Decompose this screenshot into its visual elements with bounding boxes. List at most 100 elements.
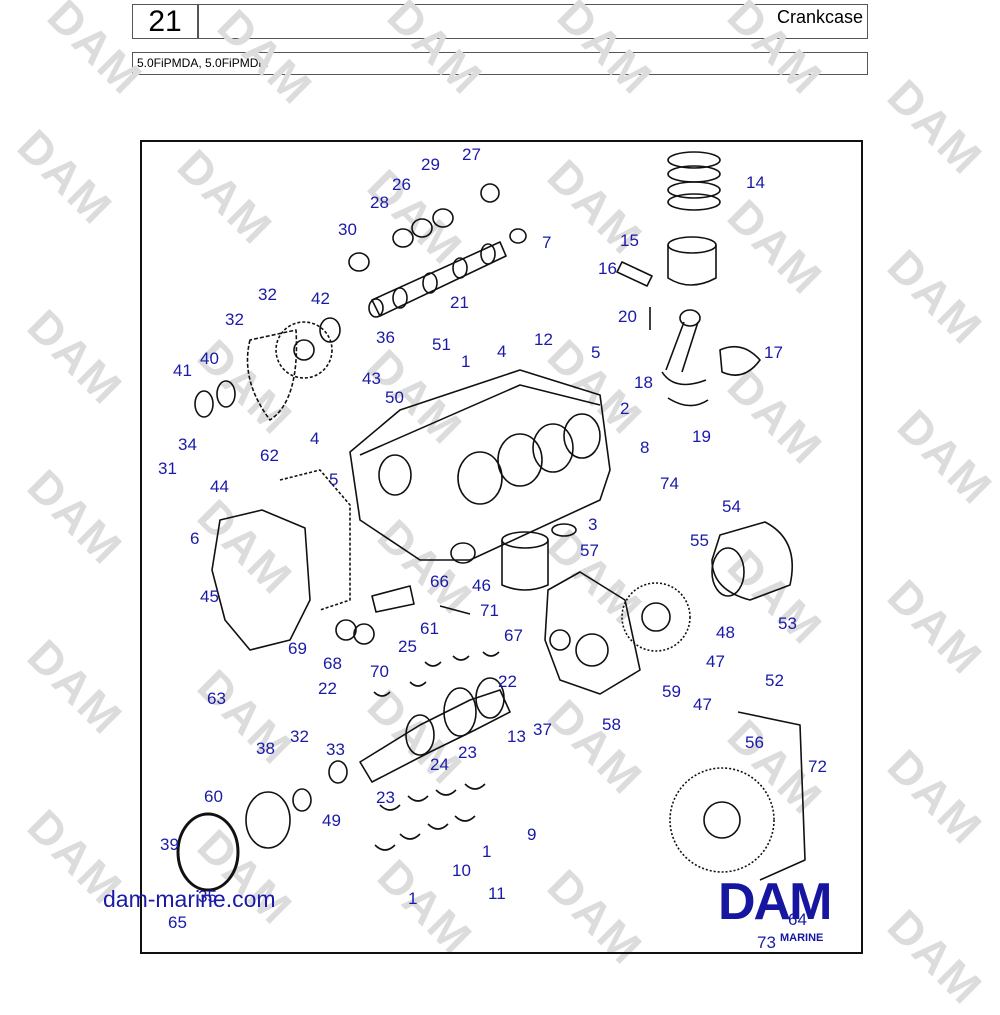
callout-label: 52 — [765, 671, 784, 690]
callout-label: 18 — [634, 373, 653, 392]
callout-label: 14 — [746, 173, 765, 192]
callout-label: 70 — [370, 662, 389, 681]
brand-logo-subtext: MARINE — [780, 932, 824, 944]
callout-label: 44 — [210, 477, 229, 496]
callout-label: 22 — [318, 679, 337, 698]
piston-drawing — [616, 151, 721, 287]
page-number: 21 — [148, 4, 182, 38]
callout-label: 31 — [158, 459, 177, 478]
callout-label: 69 — [288, 639, 307, 658]
callout-label: 72 — [808, 757, 827, 776]
callout-label: 42 — [311, 289, 330, 308]
callout-label: 65 — [168, 913, 187, 932]
callout-label: 25 — [398, 637, 417, 656]
callout-label: 63 — [207, 689, 226, 708]
crankshaft-drawing — [359, 677, 511, 783]
callout-label: 71 — [480, 601, 499, 620]
camshaft-drawing — [368, 241, 507, 318]
callout-label: 35 — [198, 887, 217, 906]
diagram-frame — [140, 140, 863, 954]
callout-label: 19 — [692, 427, 711, 446]
callout-label: 38 — [256, 739, 275, 758]
callout-label: 67 — [504, 626, 523, 645]
callout-label: 73 — [757, 933, 776, 952]
callout-label: 57 — [580, 541, 599, 560]
callout-label: 32 — [225, 310, 244, 329]
callout-label: 47 — [706, 652, 725, 671]
callout-label: 61 — [420, 619, 439, 638]
callout-label: 46 — [472, 576, 491, 595]
callout-label: 1 — [482, 842, 491, 861]
callout-label: 28 — [370, 193, 389, 212]
callout-label: 1 — [461, 352, 470, 371]
callout-label: 29 — [421, 155, 440, 174]
callout-label: 74 — [660, 474, 679, 493]
timing-cover-drawing — [211, 469, 641, 695]
callout-label: 60 — [204, 787, 223, 806]
callout-label: 26 — [392, 175, 411, 194]
callout-label: 6 — [190, 529, 199, 548]
callout-label: 7 — [542, 233, 551, 252]
callout-label: 3 — [588, 515, 597, 534]
callout-label: 48 — [716, 623, 735, 642]
coupler-drawing — [711, 521, 794, 601]
callout-label: 15 — [620, 231, 639, 250]
title-box: Crankcase — [198, 4, 868, 39]
callout-label: 11 — [488, 884, 506, 903]
callout-label: 56 — [745, 733, 764, 752]
callout-label: 68 — [323, 654, 342, 673]
callout-label: 40 — [200, 349, 219, 368]
callout-label: 30 — [338, 220, 357, 239]
callout-label: 58 — [602, 715, 621, 734]
callout-label: 20 — [618, 307, 637, 326]
callout-label: 5 — [329, 470, 338, 489]
callout-label: 64 — [788, 910, 807, 929]
callout-label: 37 — [533, 720, 552, 739]
model-box: 5.0FiPMDA, 5.0FiPMDM — [132, 52, 868, 75]
callout-label: 23 — [458, 743, 477, 762]
callout-label: 23 — [376, 788, 395, 807]
callout-label: 1 — [408, 889, 417, 908]
harmonic-balancer-drawing — [176, 760, 348, 892]
callout-label: 4 — [310, 429, 319, 448]
callout-label: 55 — [690, 531, 709, 550]
callout-label: 66 — [430, 572, 449, 591]
callout-label: 34 — [178, 435, 197, 454]
callout-label: 32 — [258, 285, 277, 304]
callout-label: 47 — [693, 695, 712, 714]
callout-label: 32 — [290, 727, 309, 746]
callout-label: 16 — [598, 259, 617, 278]
callout-label: 49 — [322, 811, 341, 830]
brand-logo: DAM — [718, 873, 832, 931]
callout-label: 53 — [778, 614, 797, 633]
page-number-box: 21 — [132, 4, 198, 39]
callout-label: 59 — [662, 682, 681, 701]
cam-bearing-drawing — [348, 183, 527, 272]
callout-label: 21 — [450, 293, 469, 312]
callout-label: 51 — [432, 335, 451, 354]
callout-label: 54 — [722, 497, 741, 516]
page-title: Crankcase — [776, 7, 863, 27]
flywheel-drawing — [621, 582, 806, 881]
callout-label: 9 — [527, 825, 536, 844]
callout-label: 5 — [591, 343, 600, 362]
callout-label: 62 — [260, 446, 279, 465]
main-bearing-drawing — [373, 651, 500, 851]
timing-set-drawing — [194, 317, 341, 421]
callout-label: 8 — [640, 438, 649, 457]
oil-filter-drawing — [501, 523, 577, 591]
callout-label: 13 — [507, 727, 526, 746]
engine-block-drawing — [349, 369, 611, 564]
website-url: dam-marine.com — [103, 886, 276, 912]
callout-label: 22 — [498, 672, 517, 691]
callout-label: 27 — [462, 145, 481, 164]
callout-label: 24 — [430, 755, 449, 774]
model-list: 5.0FiPMDA, 5.0FiPMDM — [137, 56, 269, 70]
oil-pump-drawing — [335, 585, 471, 645]
callout-label: 17 — [764, 343, 783, 362]
callout-label: 4 — [497, 342, 506, 361]
callout-label: 45 — [200, 587, 219, 606]
callout-label: 2 — [620, 399, 629, 418]
